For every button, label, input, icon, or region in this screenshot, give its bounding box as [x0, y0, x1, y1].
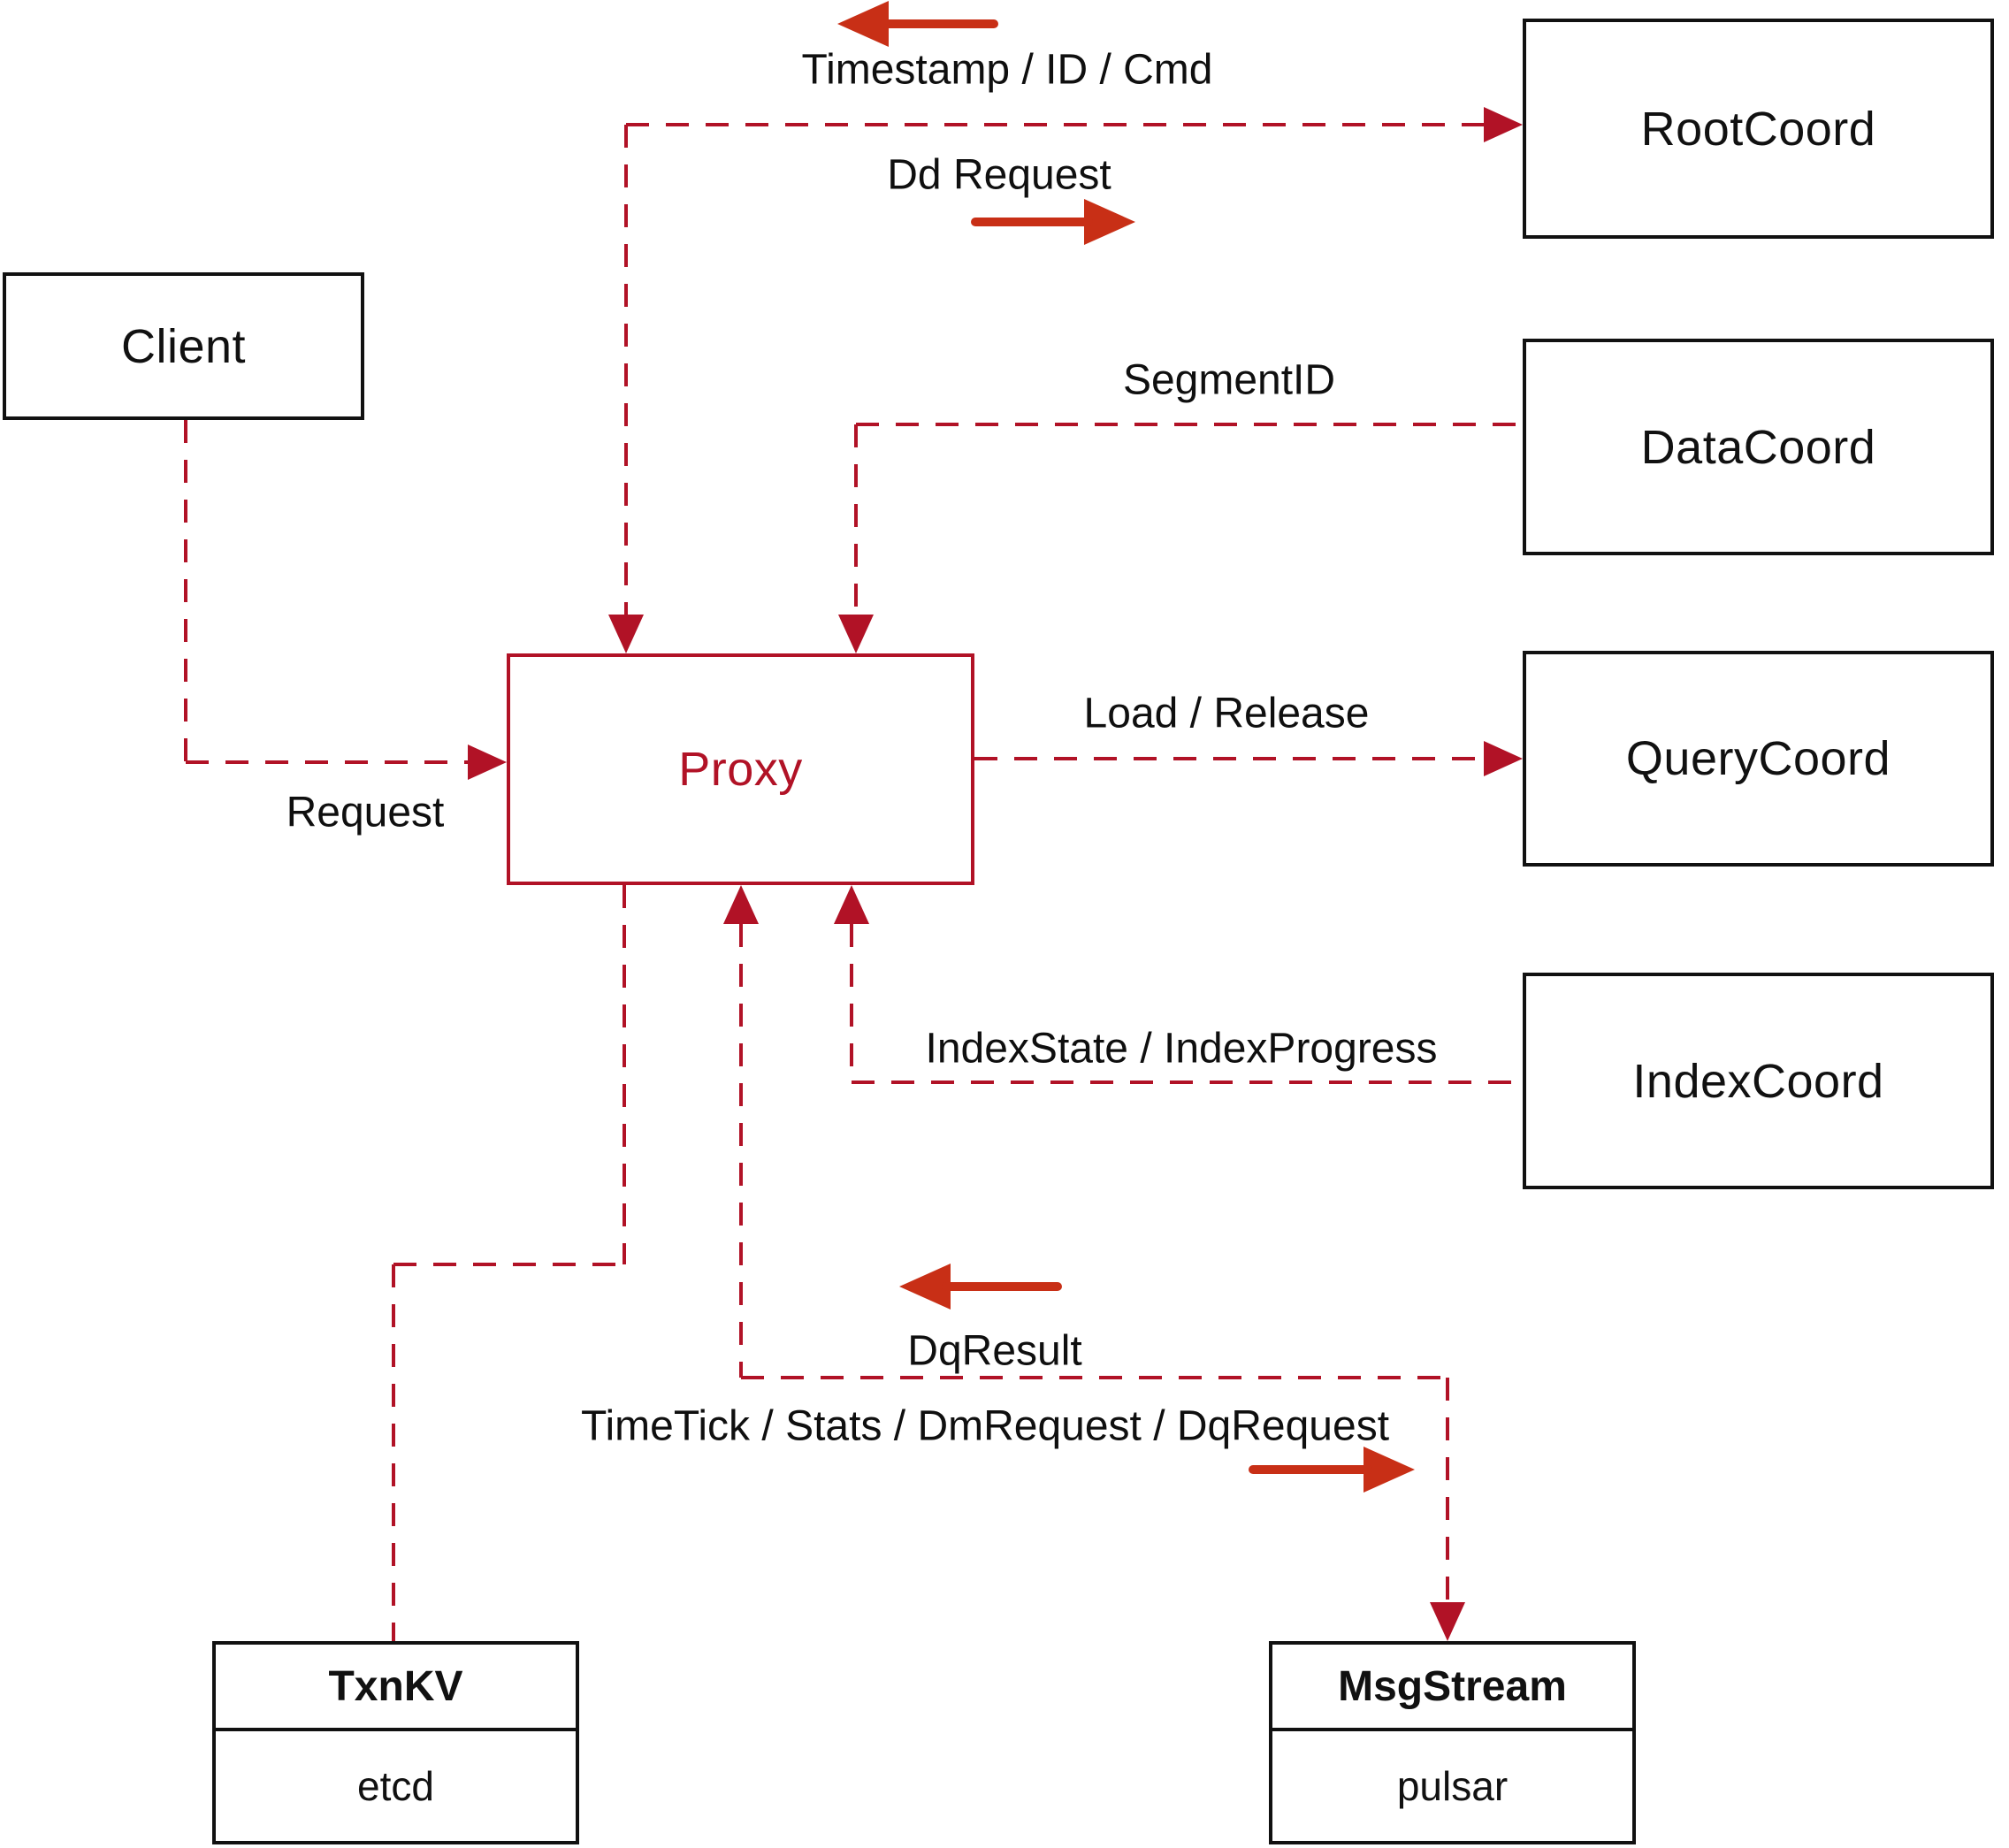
timestamp-direction-arrow-icon [837, 1, 1000, 47]
edge-client-proxy-hline [186, 760, 471, 764]
node-txnkv: TxnKV etcd [212, 1641, 579, 1844]
edge-label-request: Request [286, 789, 445, 836]
edge-proxy-txnkv-hline [393, 1263, 624, 1266]
edge-proxy-rootcoord-vline [624, 125, 628, 615]
node-indexcoord: IndexCoord [1523, 973, 1994, 1189]
node-client: Client [3, 272, 364, 420]
edge-label-indexstate: IndexState / IndexProgress [925, 1025, 1438, 1073]
node-client-label: Client [120, 319, 247, 373]
node-rootcoord-label: RootCoord [1640, 102, 1876, 156]
edge-proxy-txnkv-vline2 [392, 1264, 395, 1641]
node-msgstream-impl: pulsar [1396, 1763, 1509, 1809]
arrowhead-into-querycoord [1484, 741, 1523, 776]
dqresult-direction-arrow-icon [899, 1264, 1064, 1310]
edge-label-timestamp: Timestamp / ID / Cmd [801, 46, 1213, 94]
arrowhead-into-proxy-top-right [838, 615, 874, 653]
node-msgstream: MsgStream pulsar [1269, 1641, 1636, 1844]
edge-datacoord-proxy-vline [854, 424, 858, 615]
arrowhead-into-proxy-left [468, 745, 507, 780]
node-querycoord-label: QueryCoord [1625, 732, 1891, 785]
edge-label-load-release: Load / Release [1083, 690, 1370, 737]
edge-label-segmentid: SegmentID [1122, 356, 1336, 404]
node-msgstream-title: MsgStream [1272, 1645, 1632, 1731]
arrow-shaft [1249, 1465, 1372, 1474]
arrow-shaft [971, 218, 1093, 226]
arrow-shaft [880, 19, 998, 28]
node-querycoord: QueryCoord [1523, 651, 1994, 867]
arrow-shaft [942, 1282, 1062, 1291]
node-rootcoord: RootCoord [1523, 19, 1994, 239]
edge-proxy-msgstream-vline2 [1446, 1378, 1449, 1602]
edge-datacoord-proxy-hline [856, 423, 1523, 426]
edge-label-timetick: TimeTick / Stats / DmRequest / DqRequest [580, 1402, 1390, 1450]
edge-client-proxy-vline [184, 420, 187, 762]
node-datacoord-label: DataCoord [1640, 420, 1876, 474]
edge-proxy-querycoord-hline [974, 757, 1486, 760]
arrowhead-into-proxy-bottom-left [723, 885, 759, 924]
node-datacoord: DataCoord [1523, 339, 1994, 555]
timetick-direction-arrow-icon [1247, 1447, 1415, 1493]
node-txnkv-impl: etcd [357, 1763, 434, 1809]
edge-indexcoord-proxy-hline [852, 1081, 1523, 1084]
arrowhead-into-proxy-top-left [608, 615, 644, 653]
node-proxy-label: Proxy [678, 743, 803, 796]
edge-label-dqresult: DqResult [907, 1327, 1082, 1375]
arrowhead-into-rootcoord [1484, 107, 1523, 142]
edge-proxy-txnkv-vline1 [623, 885, 626, 1264]
arrowhead-into-msgstream [1430, 1602, 1465, 1641]
edge-proxy-rootcoord-hline [626, 123, 1487, 126]
node-indexcoord-label: IndexCoord [1632, 1054, 1884, 1108]
arrowhead-into-proxy-bottom-right [834, 885, 869, 924]
dd-request-direction-arrow-icon [969, 199, 1135, 245]
node-proxy: Proxy [507, 653, 974, 885]
edge-proxy-msgstream-vline1 [739, 924, 743, 1378]
edge-proxy-msgstream-hline [741, 1376, 1448, 1379]
edge-indexcoord-proxy-vline [850, 924, 853, 1082]
edge-label-dd-request: Dd Request [887, 151, 1111, 199]
node-txnkv-title: TxnKV [216, 1645, 576, 1731]
